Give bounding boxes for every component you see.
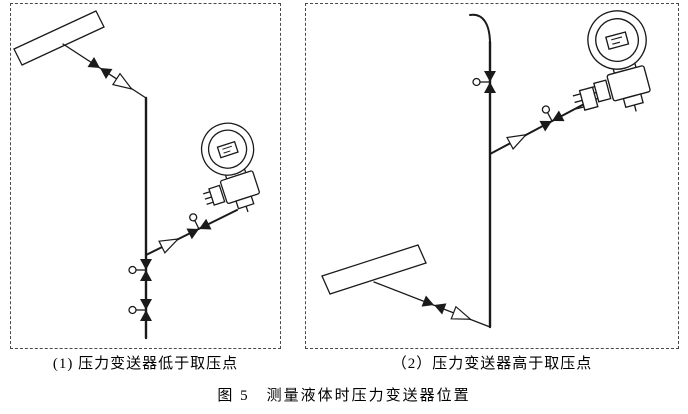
piping-lines: [321, 13, 589, 329]
panel-transmitter-below-tap: [10, 3, 281, 349]
vent-valve-icon: [128, 259, 152, 281]
branch-flow-arrow-icon: [158, 238, 180, 254]
process-pipe: [13, 10, 105, 66]
pressure-transmitter: [572, 10, 651, 112]
drain-valve-icon: [128, 299, 152, 321]
isolation-valve-icon: [87, 56, 113, 80]
isolation-valve-icon: [421, 295, 447, 315]
flow-arrow-icon: [111, 72, 134, 90]
branch-flow-arrow-icon: [506, 133, 528, 151]
diagram-transmitter-above-tap: [321, 10, 651, 329]
branch-valve-icon: [539, 105, 565, 132]
panel-2-caption: （2）压力变送器高于取压点: [391, 356, 593, 372]
pressure-transmitter: [200, 122, 260, 213]
branch-valve-icon: [186, 213, 212, 240]
panel-1-caption: (1) 压力变送器低于取压点: [52, 356, 239, 372]
piping-lines: [13, 10, 238, 340]
vent-hook: [469, 13, 491, 45]
panel-transmitter-above-tap: [305, 3, 679, 349]
branch-line: [489, 101, 589, 155]
flow-arrow-icon: [450, 305, 473, 320]
process-pipe: [321, 244, 427, 295]
shutoff-valve-icon: [472, 71, 496, 93]
diagram-transmitter-below-tap: [13, 10, 260, 340]
figure-caption: 图 5 测量液体时压力变送器位置: [217, 388, 471, 404]
